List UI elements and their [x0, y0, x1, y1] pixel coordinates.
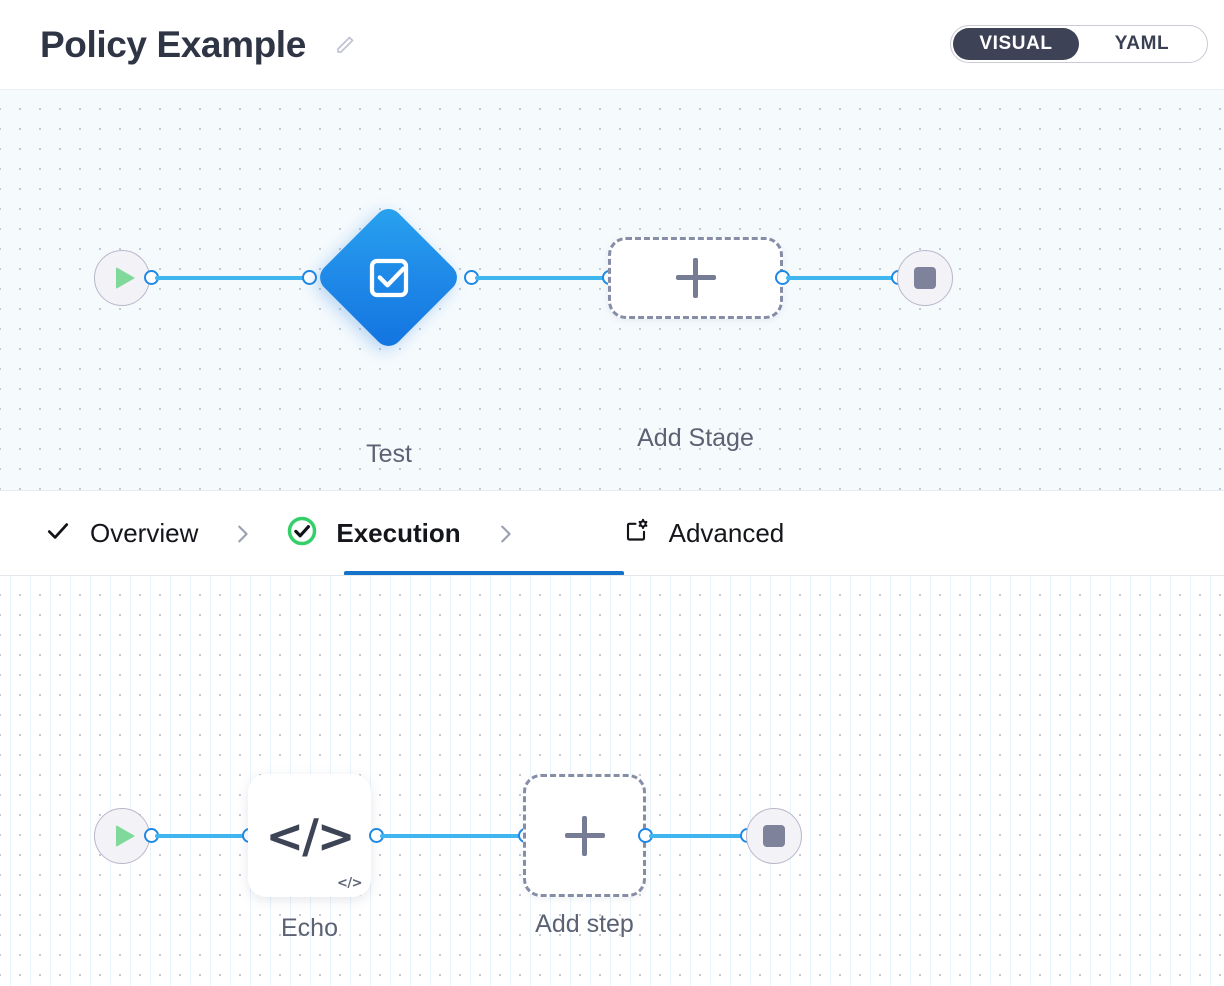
step-edge-1 [155, 834, 245, 838]
tab-advanced-label: Advanced [668, 518, 785, 548]
chevron-right-icon-2 [483, 520, 527, 548]
stage-edge-1 [155, 276, 305, 280]
tab-bar: Overview Execution Advanced [0, 490, 1224, 576]
tab-advanced[interactable]: Advanced [599, 491, 807, 576]
active-tab-underline [344, 571, 624, 576]
check-circle-icon [286, 515, 318, 552]
play-icon [115, 825, 135, 847]
check-square-icon [315, 204, 463, 352]
step-node-echo[interactable]: </> </> [248, 774, 371, 897]
stop-icon [763, 825, 785, 847]
stage-canvas[interactable]: Test Add Stage [0, 90, 1224, 490]
page-header: Policy Example VISUAL YAML [0, 0, 1224, 90]
plus-icon [675, 258, 716, 298]
plus-icon [564, 815, 605, 856]
tab-execution[interactable]: Execution [264, 491, 482, 576]
step-edge-2 [380, 834, 522, 838]
pencil-icon[interactable] [332, 32, 358, 58]
step-node-echo-label: Echo [281, 914, 338, 942]
stage-start-node[interactable] [94, 250, 150, 306]
step-canvas[interactable]: </> </> Echo Add step [0, 576, 1224, 986]
step-start-node[interactable] [94, 808, 150, 864]
page-title: Policy Example [40, 23, 306, 65]
chevron-right-icon-1 [220, 520, 264, 548]
code-badge-icon: </> [336, 876, 363, 891]
tab-execution-label: Execution [336, 518, 461, 548]
window-gear-icon [621, 516, 651, 551]
mode-toggle[interactable]: VISUAL YAML [950, 25, 1208, 63]
stage-edge-3 [786, 276, 896, 280]
play-icon [115, 267, 135, 289]
stop-icon [914, 267, 936, 289]
step-end-node[interactable] [746, 808, 802, 864]
add-step-label: Add step [535, 910, 634, 938]
stage-end-node[interactable] [897, 250, 953, 306]
step-flow: </> </> Echo Add step [0, 576, 1224, 986]
check-icon [44, 517, 72, 550]
add-step-button[interactable] [523, 774, 646, 897]
step-edge-3 [649, 834, 745, 838]
stage-edge-2 [475, 276, 607, 280]
add-stage-label: Add Stage [637, 424, 754, 452]
tab-overview-label: Overview [90, 518, 199, 548]
tabbar-divider [0, 575, 1224, 576]
stage-test-in-port[interactable] [302, 270, 317, 285]
code-icon: </> [265, 808, 356, 863]
mode-toggle-yaml[interactable]: YAML [1114, 33, 1170, 54]
add-stage-button[interactable] [608, 237, 783, 319]
stage-node-test[interactable] [314, 203, 463, 352]
mode-toggle-visual[interactable]: VISUAL [953, 28, 1079, 60]
stage-node-test-label: Test [366, 440, 412, 468]
tab-overview[interactable]: Overview [22, 491, 220, 576]
stage-flow: Test Add Stage [0, 90, 1224, 490]
